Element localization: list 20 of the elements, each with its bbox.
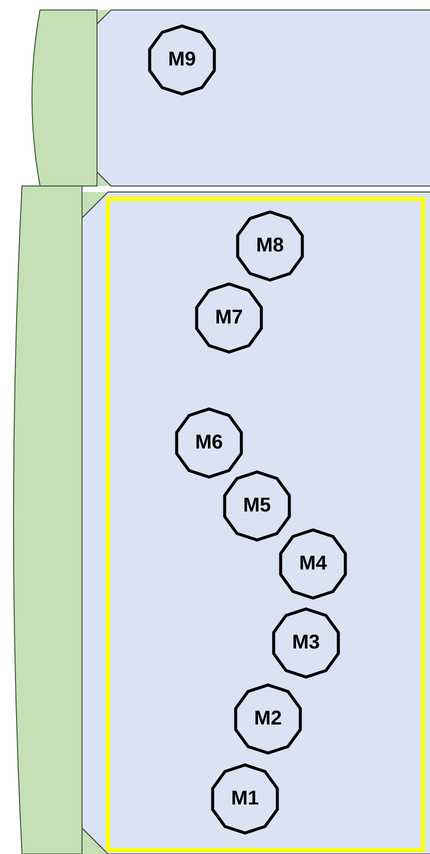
region-panel: [82, 192, 430, 854]
decagon-node: [146, 24, 218, 96]
node-label: M9: [167, 48, 197, 72]
decagon-node: [232, 683, 304, 755]
node-label: M1: [230, 788, 260, 810]
decagon-node: [277, 528, 349, 600]
node-label: M7: [214, 306, 244, 330]
node-label: M2: [253, 708, 283, 730]
region-panel: [97, 10, 430, 186]
decagon-node: [173, 407, 245, 479]
node-label: M5: [242, 494, 272, 518]
decagon-node: [221, 470, 293, 542]
decagon-node: [209, 763, 281, 835]
node-label: M6: [194, 432, 224, 454]
decagon-node: [270, 607, 342, 679]
decagon-node: [193, 282, 265, 354]
node-label: M4: [298, 552, 328, 576]
decagon-node: [234, 210, 306, 282]
node-label: M3: [291, 632, 321, 654]
node-label: M8: [255, 234, 285, 258]
